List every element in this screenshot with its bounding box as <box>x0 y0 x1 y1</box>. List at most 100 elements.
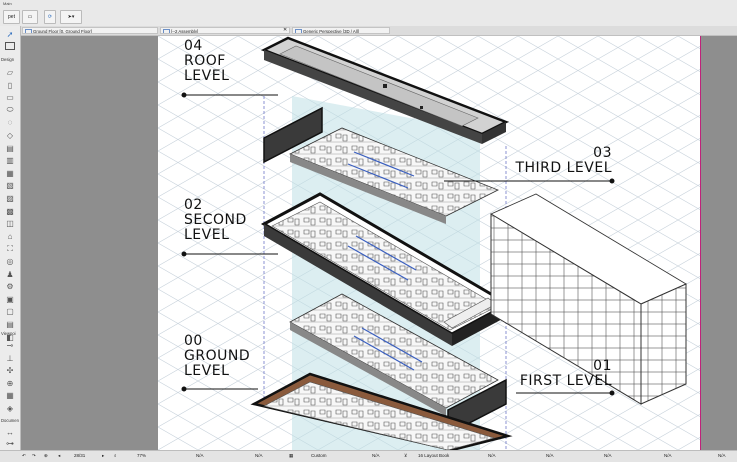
window-tool[interactable]: ▨ <box>4 193 16 204</box>
tab-assembly[interactable]: [--2 Assembly] <box>160 27 290 34</box>
worksheet-icon: ▦ <box>6 391 14 400</box>
second-level-line2: LEVEL <box>184 227 229 243</box>
curtain-wall-icon: ▦ <box>6 168 14 178</box>
level-dimension-tool[interactable]: ⊶ <box>4 438 16 448</box>
layer-combination[interactable]: Custom <box>311 453 327 458</box>
curtain-wall-tool[interactable]: ▦ <box>4 168 16 179</box>
first-level-floor <box>289 293 499 416</box>
menu-title: Main <box>3 1 12 6</box>
zoom-in-icon[interactable]: ⊕ <box>44 453 48 458</box>
dimension-line-icon: ↔ <box>6 427 14 437</box>
skylight-icon: ▩ <box>6 206 14 216</box>
camera-tool[interactable]: ◈ <box>4 403 16 414</box>
book-icon[interactable]: ⊻ <box>404 453 408 458</box>
dimension-tool[interactable]: ▤ <box>4 319 16 330</box>
wall-icon: ▱ <box>6 68 14 77</box>
third-level-line1: THIRD LEVEL <box>514 160 612 176</box>
roof-tool[interactable]: ◌ <box>4 117 16 128</box>
label-tool[interactable]: ▢ <box>4 306 16 317</box>
wall-tool[interactable]: ▱ <box>4 67 16 78</box>
mesh-tool[interactable]: ⛶ <box>4 243 16 254</box>
skylight-tool[interactable]: ▩ <box>4 206 16 217</box>
arrow-tool-button[interactable]: ➤▾ <box>60 10 82 24</box>
renovation-value: N/A <box>604 453 612 458</box>
viewpoint-section-label: Viewpoi <box>1 331 16 336</box>
sheet-right-edge <box>700 36 701 450</box>
fill-icon: ▣ <box>6 294 14 304</box>
interior-elevation-tool[interactable]: ✣ <box>4 365 16 376</box>
view-tabs: Ground Floor [0. Ground Floor] [--2 Asse… <box>0 26 737 36</box>
options-value: N/A <box>718 453 726 458</box>
fill-tool[interactable]: ▣ <box>4 294 16 305</box>
slab-icon: ⬭ <box>6 105 14 115</box>
railing-icon: ▥ <box>6 156 14 166</box>
text-tool[interactable]: ◧ <box>4 332 16 343</box>
roof-icon: ◌ <box>7 118 13 128</box>
prev-page-icon[interactable]: ◂ <box>58 453 61 458</box>
worksheet-tool[interactable]: ▦ <box>4 390 16 401</box>
structure-value: N/A <box>664 453 672 458</box>
roof-level-line1: ROOF <box>184 53 226 69</box>
model-view-value: N/A <box>488 453 496 458</box>
object-tool[interactable]: ◫ <box>4 218 16 229</box>
door-icon: ▧ <box>6 181 14 191</box>
morph-tool[interactable]: ⚙ <box>4 281 16 292</box>
arrow-icon: ➤▾ <box>67 14 75 20</box>
figure-tool[interactable]: ♟ <box>4 269 16 280</box>
shell-tool[interactable]: ◇ <box>4 130 16 141</box>
door-tool[interactable]: ▧ <box>4 180 16 191</box>
mesh-icon: ⛶ <box>7 243 13 253</box>
layout-icon <box>163 29 170 33</box>
zone-tool[interactable]: ⌂ <box>4 231 16 242</box>
elevation-tool[interactable]: ⊥ <box>4 353 16 364</box>
layer-button[interactable]: ▭ <box>22 10 38 24</box>
text-icon: ◧ <box>6 332 14 342</box>
elevation-icon: ⊥ <box>6 353 14 363</box>
layout-sheet[interactable]: 04 ROOF LEVEL 02 SECOND LEVEL 00 GROUND … <box>158 36 700 450</box>
undo-icon[interactable]: ↶ <box>22 453 26 458</box>
third-level-floor <box>289 127 499 224</box>
window-icon: ▨ <box>6 194 14 203</box>
dimension-line-tool[interactable]: ↔ <box>4 427 16 437</box>
next-page-icon[interactable]: ▸ <box>102 453 105 458</box>
interior-elevation-icon: ✣ <box>6 366 14 375</box>
main-toolbar: Main pet ▭ ⟳ ➤▾ <box>0 0 737 27</box>
rotate-icon: ⟳ <box>47 14 53 20</box>
beam-icon: ▭ <box>6 93 14 103</box>
slab-tool[interactable]: ⬭ <box>4 105 16 116</box>
ground-level-floor <box>250 372 513 450</box>
toolbox: ➚ Design <box>0 26 21 450</box>
tab-label: [--2 Assembly] <box>171 29 199 34</box>
layout-book-selector[interactable]: 16 Layout Book <box>418 453 450 458</box>
section-tool[interactable]: ⊸ <box>4 340 16 351</box>
design-section-label: Design <box>1 57 15 62</box>
pet-palette-button[interactable]: pet <box>3 10 20 24</box>
rotate-button[interactable]: ⟳ <box>44 10 56 24</box>
zoom-level[interactable]: 77% <box>137 453 147 458</box>
cursor-icon: ➚ <box>6 29 14 39</box>
column-tool[interactable]: ▯ <box>4 80 16 91</box>
marquee-tool[interactable] <box>4 41 16 51</box>
arrow-select-tool[interactable]: ➚ <box>4 29 16 39</box>
perspective-icon <box>295 29 302 33</box>
railing-tool[interactable]: ▥ <box>4 155 16 166</box>
shell-icon: ◇ <box>6 131 14 140</box>
close-icon[interactable]: ✕ <box>283 27 288 33</box>
redo-icon[interactable]: ↷ <box>32 453 36 458</box>
angle-value: N/A <box>196 453 204 458</box>
ground-level-number: 00 <box>184 333 203 349</box>
lamp-tool[interactable]: ◎ <box>4 256 16 267</box>
figure-icon: ♟ <box>6 269 14 279</box>
ground-level-line1: GROUND <box>184 348 250 364</box>
tab-generic-perspective[interactable]: Generic Perspective [3D / All] <box>292 27 390 34</box>
zoom-icon[interactable]: ⌕ <box>114 453 117 458</box>
second-level-number: 02 <box>184 197 203 213</box>
detail-icon: ⊕ <box>6 378 14 388</box>
leader-lines <box>181 92 615 396</box>
beam-tool[interactable]: ▭ <box>4 92 16 103</box>
layer-combo-icon[interactable]: ▦ <box>289 453 294 458</box>
panel-upper <box>263 106 323 164</box>
detail-tool[interactable]: ⊕ <box>4 378 16 389</box>
tab-ground-floor[interactable]: Ground Floor [0. Ground Floor] <box>22 27 158 34</box>
stair-tool[interactable]: ▤ <box>4 143 16 154</box>
